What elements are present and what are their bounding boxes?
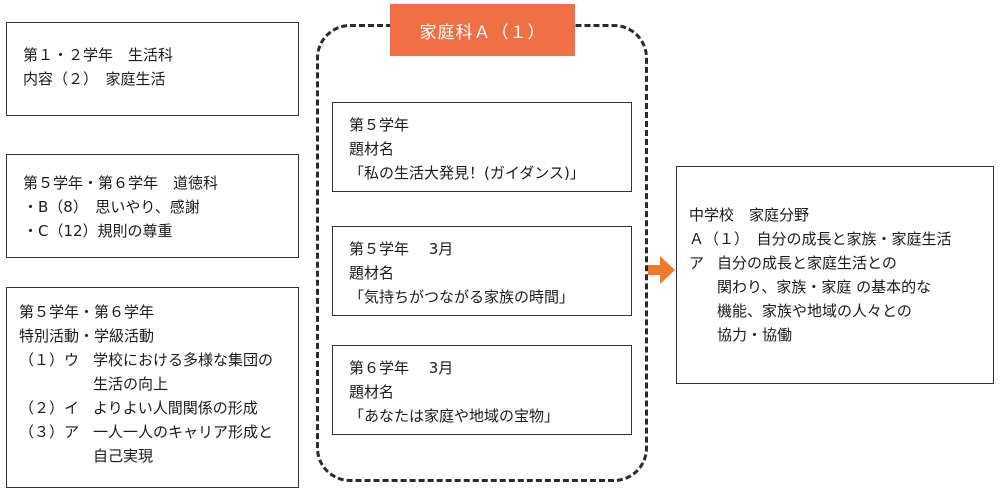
moral-education-box: 第５学年・第６学年 道徳科 ・B（8） 思いやり、感謝 ・C（12）規則の尊重 [6,154,299,258]
unit-3-grade: 第６学年 3月 [349,359,454,377]
special-item-3: （３）ア 一人一人のキャリア形成と [19,420,298,444]
special-head-1: 第５学年・第６学年 [19,303,155,321]
unit-1-grade: 第５学年 [349,116,410,134]
junior-high-box: 中学校 家庭分野 Ａ（１） 自分の成長と家族・家庭生活 ア 自分の成長と家庭生活… [676,166,994,384]
special-head-2: 特別活動・学級活動 [19,327,155,345]
junior-high-item-line-2: 関わり、家族・家庭 の基本的な [717,278,932,296]
moral-line-3: ・C（12）規則の尊重 [23,222,173,240]
special-item-1-number: （１）ウ [19,351,80,369]
junior-high-item: ア 自分の成長と家庭生活との [689,251,993,275]
unit-box-3: 第６学年 3月 題材名 「あなたは家庭や地域の宝物」 [332,345,632,435]
unit-1-title: 「私の生活大発見！(ガイダンス)」 [349,164,585,182]
unit-box-1: 第５学年 題材名 「私の生活大発見！(ガイダンス)」 [332,102,632,192]
living-studies-line-1: 第１・２学年 生活科 [23,46,174,64]
unit-3-label: 題材名 [349,383,395,401]
junior-high-line-1: 中学校 家庭分野 [689,206,810,224]
moral-line-1: 第５学年・第６学年 道徳科 [23,174,219,192]
unit-2-title: 「気持ちがつながる家族の時間」 [349,288,575,306]
special-item-1-text: 学校における多様な集団の [93,351,274,369]
special-item-3-text: 一人一人のキャリア形成と [93,423,274,441]
home-economics-header: 家庭科Ａ（１） [390,4,575,56]
unit-3-title: 「あなたは家庭や地域の宝物」 [349,407,560,425]
special-item-2: （２）イ よりよい人間関係の形成 [19,396,298,420]
living-studies-box: 第１・２学年 生活科 内容（２） 家庭生活 [6,22,299,116]
special-item-1: （１）ウ 学校における多様な集団の [19,348,298,372]
junior-high-item-label: ア [689,254,705,272]
unit-1-label: 題材名 [349,140,395,158]
special-activities-box: 第５学年・第６学年 特別活動・学級活動 （１）ウ 学校における多様な集団の 生活… [6,287,299,488]
junior-high-item-line-3: 機能、家族や地域の人々との [717,302,912,320]
junior-high-item-line-1: 自分の成長と家庭生活との [717,254,897,272]
unit-2-grade: 第５学年 3月 [349,240,454,258]
right-arrow-icon [648,256,675,284]
junior-high-line-2: Ａ（１） 自分の成長と家族・家庭生活 [689,230,952,248]
living-studies-line-2: 内容（２） 家庭生活 [23,70,166,88]
special-item-2-number: （２）イ [19,399,80,417]
special-item-3-continuation: 自己実現 [93,447,154,465]
moral-line-2: ・B（8） 思いやり、感謝 [23,198,200,216]
unit-2-label: 題材名 [349,264,395,282]
special-item-3-number: （３）ア [19,423,80,441]
special-item-2-text: よりよい人間関係の形成 [93,399,258,417]
special-item-1-continuation: 生活の向上 [93,375,169,393]
junior-high-item-line-4: 協力・協働 [717,326,793,344]
unit-box-2: 第５学年 3月 題材名 「気持ちがつながる家族の時間」 [332,226,632,316]
